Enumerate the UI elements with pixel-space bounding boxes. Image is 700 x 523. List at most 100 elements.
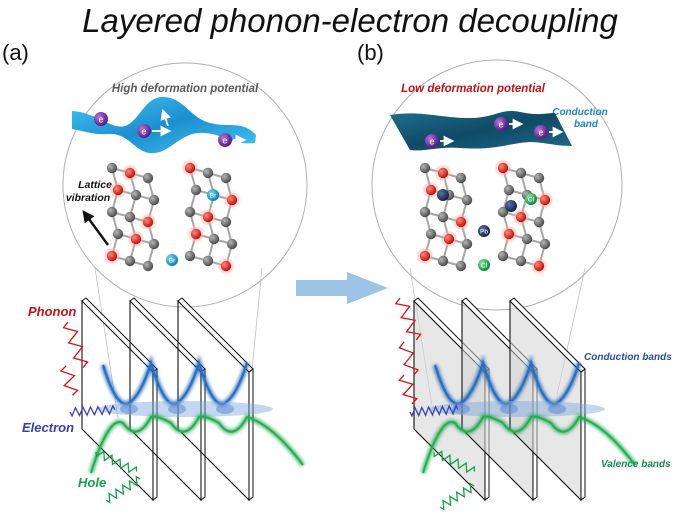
phonon-wave [62,321,89,368]
oxygen-atom [112,184,124,196]
metal-atom [515,255,527,267]
oxygen-atom [425,184,437,196]
metal-atom [220,216,232,228]
pb-atom-label: Pb [480,229,488,236]
metal-atom [461,194,473,206]
metal-atom [437,211,449,223]
cl-atom [478,259,490,271]
hole-label: Hole [78,475,106,490]
layer-slab-top [509,297,586,373]
lattice-vibration-arrow [82,210,109,246]
metal-atom [148,194,160,206]
oxygen-atom [539,194,551,206]
hole-wave [95,450,138,474]
metal-atom [533,172,545,184]
conduction-band-label-2: band [574,119,599,130]
oxygen-atom [124,167,136,179]
oxygen-atom [515,211,527,223]
cl-atom-label: Cl [528,197,535,204]
phonon-wave [398,341,420,377]
metal-atom [142,172,154,184]
oxygen-atom [419,250,431,262]
oxygen-atom [226,194,238,206]
electron-pocket [548,404,566,414]
oxygen-atom [202,211,214,223]
conduction-band-curve [100,354,250,407]
metal-atom [124,211,136,223]
hole-wave [433,450,476,474]
svg-text:e: e [429,137,434,147]
svg-text:e: e [98,115,103,125]
panel-b-inset: Low deformation potential Conduction ban… [371,59,623,419]
valence-band-curve-core [422,415,636,474]
hole-wave [439,482,475,511]
layer-slab-edge [200,368,206,501]
inset-title-b: Low deformation potential [401,83,546,95]
panel-a-inset: High deformation potential e e e Lattice… [62,62,308,419]
metal-atom [202,167,214,179]
valence-band-curve [88,414,305,474]
electron-b2: e [494,117,524,131]
oxygen-atom [437,167,449,179]
electron-label: Electron [22,420,74,435]
metal-atom [455,172,467,184]
valence-band-curve-core [90,415,304,474]
pb-atom [478,225,490,237]
cl-atom-label: Cl [481,263,488,270]
svg-text:e: e [141,127,146,137]
layer-slab-edge [580,368,586,501]
transition-arrow [296,272,388,304]
phonon-wave [59,365,79,396]
conduction-bands-label: Conduction bands [584,352,672,363]
metal-atom [208,233,220,245]
conduction-band-label-1: Conduction [552,107,608,118]
panel-b-label: (b) [357,40,384,65]
panel-a-layers [59,297,305,504]
electron-wave [409,404,459,418]
electron-pocket [168,404,186,414]
conduction-band-curve-core [433,359,581,406]
figure-title: Layered phonon-electron decoupling [82,2,618,39]
metal-atom [425,228,437,240]
oxygen-atom [130,233,142,245]
metal-atom [521,233,533,245]
metal-atom [124,255,136,267]
oxygen-atom [497,162,509,174]
layer-slab-top [129,297,206,373]
valence-bands-label: Valence bands [601,459,671,470]
br-atom [207,189,219,201]
deformed-band-surface-a [72,96,256,154]
phonon-wave [398,374,418,405]
metal-atom [148,238,160,250]
metal-atom [461,238,473,250]
metal-atom [455,260,467,272]
oxygen-atom [503,228,515,240]
svg-text:e: e [538,128,543,138]
metal-atom [106,162,118,174]
metal-atom [202,255,214,267]
electron-b1: e [425,134,455,148]
panel-a-label: (a) [2,40,29,65]
layer-slab-top [177,297,254,373]
metal-atom [106,206,118,218]
conduction-band-curve-core [101,359,249,406]
metal-atom [142,260,154,272]
metal-atom [419,162,431,174]
metal-atom [497,250,509,262]
hole-wave [105,475,141,504]
metal-atom [419,206,431,218]
metal-atom [190,184,202,196]
electron-b3: e [534,125,564,139]
br-atom-label: Br [210,193,217,200]
pb-atom [437,189,449,201]
metal-atom [539,238,551,250]
phonon-wave [394,297,422,341]
metal-atom [533,216,545,228]
electron-pocket [500,404,518,414]
electron-a3: e [218,133,247,147]
br-atom [166,254,178,266]
inset-title-a: High deformation potential [112,83,259,95]
metal-atom [503,184,515,196]
layer-slab-edge [248,368,254,501]
